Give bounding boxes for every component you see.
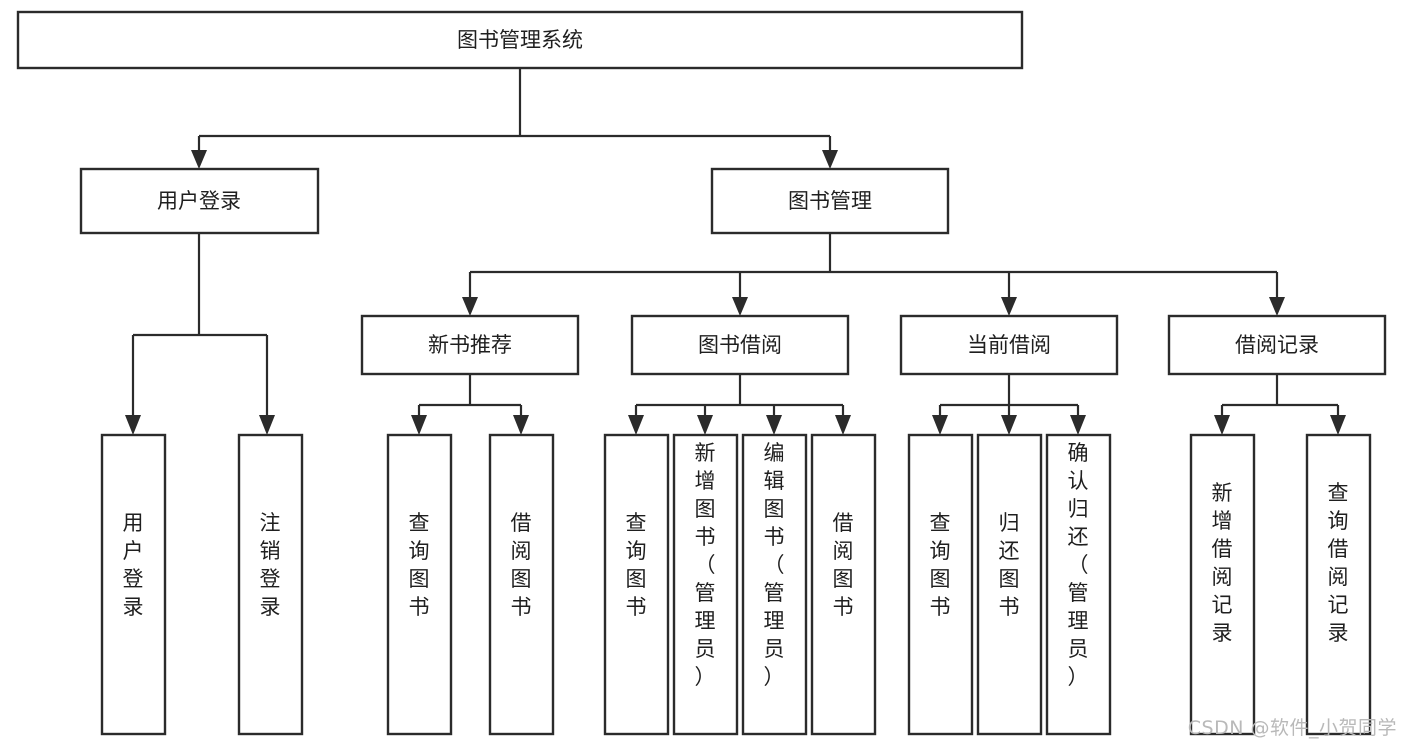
- node-new-book-recommend-label: 新书推荐: [428, 333, 512, 357]
- arrow-head-cb-leaf3: [1070, 415, 1086, 435]
- leaf-current-confirm[interactable]: 确认归还（管理员）: [1045, 433, 1112, 736]
- arrow-head-nb-leaf1: [411, 415, 427, 435]
- node-book-borrow-label: 图书借阅: [698, 333, 782, 357]
- arrow-head-borrow: [732, 297, 748, 316]
- connectors-user-login-to-leaves: [125, 233, 275, 435]
- leaf-newbook-query-label: 查询图书: [409, 511, 430, 619]
- arrow-head-bw-leaf4: [835, 415, 851, 435]
- node-root-label: 图书管理系统: [457, 28, 583, 52]
- leaf-borrow-book-box[interactable]: [810, 433, 877, 736]
- arrow-head-leaf-logout: [259, 415, 275, 435]
- leaf-borrow-book-label: 借阅图书: [833, 511, 854, 619]
- arrow-head-rc-leaf2: [1330, 415, 1346, 435]
- leaf-records-query-label: 查询借阅记录: [1328, 481, 1349, 645]
- connectors-root-to-level1: [191, 68, 838, 169]
- arrow-head-cb-leaf2: [1001, 415, 1017, 435]
- connectors-borrow-to-leaves: [628, 374, 851, 435]
- leaf-current-return[interactable]: 归还图书: [976, 433, 1043, 736]
- leaf-newbook-query-box[interactable]: [386, 433, 453, 736]
- leaf-records-add-box[interactable]: [1189, 433, 1256, 736]
- connectors-book-manage-to-level2: [462, 233, 1285, 316]
- leaf-records-add[interactable]: 新增借阅记录: [1189, 433, 1256, 736]
- node-borrow-records-box[interactable]: [1167, 314, 1387, 376]
- leaf-records-query-box[interactable]: [1305, 433, 1372, 736]
- leaf-current-query[interactable]: 查询图书: [907, 433, 974, 736]
- node-user-login-label: 用户登录: [157, 189, 241, 213]
- leaf-newbook-query[interactable]: 查询图书: [386, 433, 453, 736]
- leaf-logout[interactable]: 注销登录: [237, 433, 304, 736]
- node-borrow-records-label: 借阅记录: [1235, 333, 1319, 357]
- leaf-user-login-label: 用户登录: [123, 511, 144, 619]
- arrow-head-records: [1269, 297, 1285, 316]
- arrow-head-user-login: [191, 150, 207, 169]
- leaf-borrow-edit[interactable]: 编辑图书（管理员）: [741, 433, 808, 736]
- leaf-borrow-edit-box[interactable]: [741, 433, 808, 736]
- arrow-head-cb-leaf1: [932, 415, 948, 435]
- arrow-head-bw-leaf1: [628, 415, 644, 435]
- node-root[interactable]: 图书管理系统: [16, 10, 1024, 70]
- connectors-current-to-leaves: [932, 374, 1086, 435]
- node-user-login[interactable]: 用户登录: [79, 167, 320, 235]
- leaf-logout-box[interactable]: [237, 433, 304, 736]
- leaf-logout-label: 注销登录: [260, 511, 281, 619]
- arrow-head-bw-leaf3: [766, 415, 782, 435]
- leaf-borrow-query-label: 查询图书: [626, 511, 647, 619]
- leaf-user-login[interactable]: 用户登录: [100, 433, 167, 736]
- node-book-manage-label: 图书管理: [788, 189, 872, 213]
- leaf-user-login-box[interactable]: [100, 433, 167, 736]
- connectors-records-to-leaves: [1214, 374, 1346, 435]
- leaf-current-return-box[interactable]: [976, 433, 1043, 736]
- leaf-current-confirm-label: 确认归还（管理员）: [1068, 441, 1089, 689]
- leaf-newbook-borrow-box[interactable]: [488, 433, 555, 736]
- leaf-borrow-add-label: 新增图书（管理员）: [695, 441, 716, 689]
- leaf-newbook-borrow-label: 借阅图书: [511, 511, 532, 619]
- leaf-newbook-borrow[interactable]: 借阅图书: [488, 433, 555, 736]
- node-current-borrow-label: 当前借阅: [967, 333, 1051, 357]
- leaf-current-query-label: 查询图书: [930, 511, 951, 619]
- leaf-borrow-query-box[interactable]: [603, 433, 670, 736]
- node-book-borrow-box[interactable]: [630, 314, 850, 376]
- node-current-borrow[interactable]: 当前借阅: [899, 314, 1119, 376]
- node-new-book-recommend-box[interactable]: [360, 314, 580, 376]
- node-book-manage-box[interactable]: [710, 167, 950, 235]
- leaf-borrow-query[interactable]: 查询图书: [603, 433, 670, 736]
- arrow-head-book-manage: [822, 150, 838, 169]
- csdn-watermark: CSDN @软件_小贺同学: [1187, 717, 1397, 739]
- leaf-borrow-add[interactable]: 新增图书（管理员）: [672, 433, 739, 736]
- leaf-current-return-label: 归还图书: [999, 511, 1020, 619]
- arrow-head-leaf-user-login: [125, 415, 141, 435]
- leaf-borrow-add-box[interactable]: [672, 433, 739, 736]
- arrow-head-bw-leaf2: [697, 415, 713, 435]
- leaf-records-add-label: 新增借阅记录: [1212, 481, 1233, 645]
- node-user-login-box[interactable]: [79, 167, 320, 235]
- arrow-head-new-book: [462, 297, 478, 316]
- leaf-current-query-box[interactable]: [907, 433, 974, 736]
- node-borrow-records[interactable]: 借阅记录: [1167, 314, 1387, 376]
- node-book-borrow[interactable]: 图书借阅: [630, 314, 850, 376]
- node-root-box[interactable]: [16, 10, 1024, 70]
- node-current-borrow-box[interactable]: [899, 314, 1119, 376]
- connectors-new-book-to-leaves: [411, 374, 529, 435]
- arrow-head-nb-leaf2: [513, 415, 529, 435]
- arrow-head-rc-leaf1: [1214, 415, 1230, 435]
- leaf-records-query[interactable]: 查询借阅记录: [1305, 433, 1372, 736]
- node-new-book-recommend[interactable]: 新书推荐: [360, 314, 580, 376]
- node-book-manage[interactable]: 图书管理: [710, 167, 950, 235]
- leaf-borrow-book[interactable]: 借阅图书: [810, 433, 877, 736]
- arrow-head-current-borrow: [1001, 297, 1017, 316]
- leaf-borrow-edit-label: 编辑图书（管理员）: [764, 441, 785, 689]
- leaf-current-confirm-box[interactable]: [1045, 433, 1112, 736]
